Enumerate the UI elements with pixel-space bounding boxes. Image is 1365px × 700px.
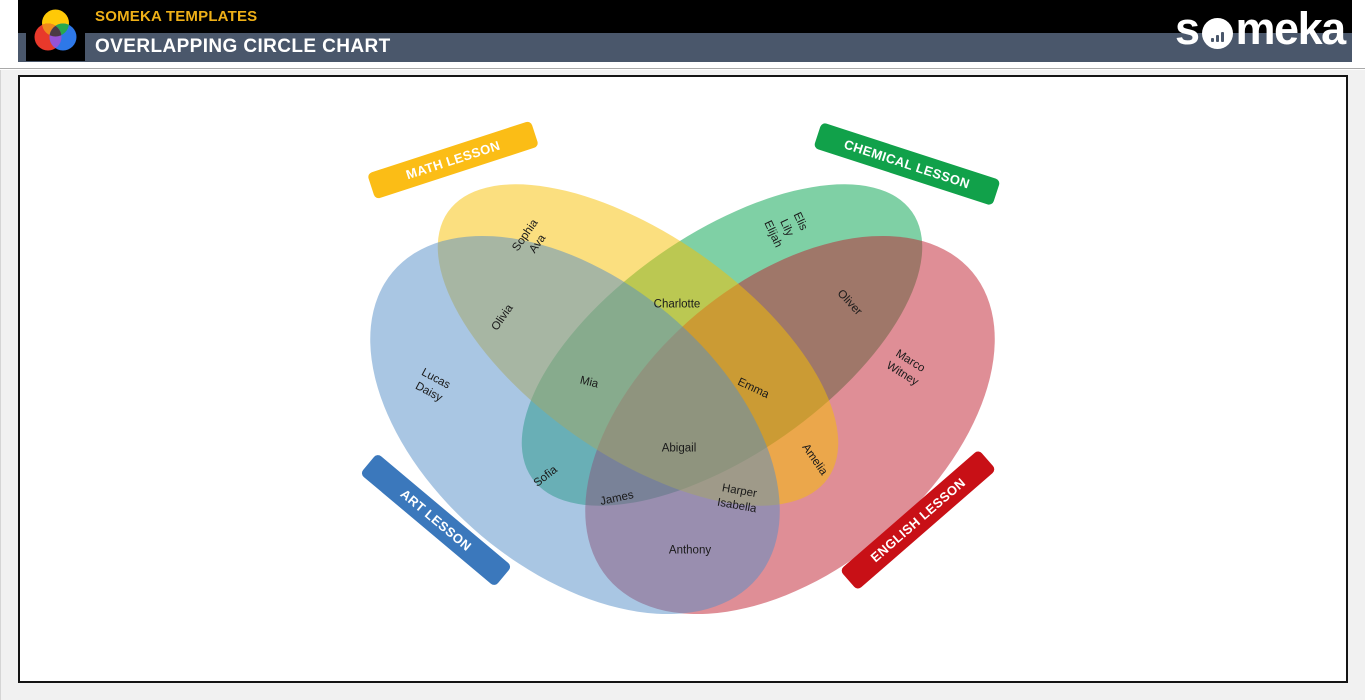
venn-label-abigail: Abigail [661,442,697,455]
wordmark-prefix: s [1175,3,1200,54]
venn-label-charlotte: Charlotte [653,298,701,311]
window-edge [0,0,1,700]
header-brand: SOMEKA TEMPLATES [95,8,258,25]
venn-ellipse-art [370,235,780,615]
header-bottom-bar [18,33,1352,62]
venn-label-anthony: Anthony [668,544,712,557]
wordmark-chart-icon [1201,18,1233,49]
wordmark-suffix: meka [1235,3,1347,54]
page-title: OVERLAPPING CIRCLE CHART [95,36,391,57]
rgb-circles-icon [34,9,77,51]
header-top-bar [18,0,1352,33]
header-divider-line [0,68,1365,69]
someka-wordmark: s meka [1175,3,1347,54]
someka-logo-icon [26,2,85,61]
